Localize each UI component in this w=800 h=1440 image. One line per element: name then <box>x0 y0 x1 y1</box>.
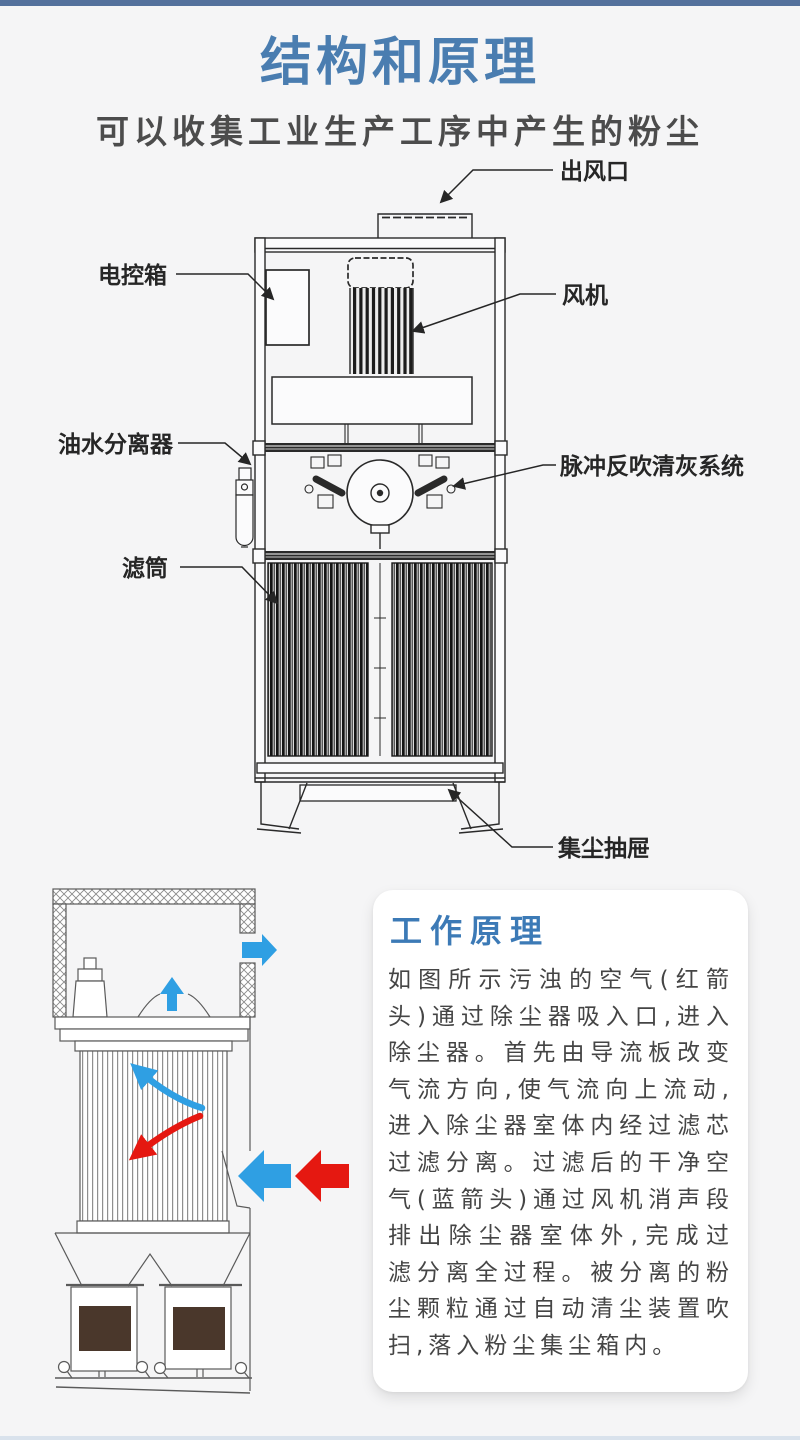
inlet-blue-arrow <box>238 1150 291 1202</box>
dirty-flow-curve-arrow <box>128 1112 204 1161</box>
label-oil-water-separator: 油水分离器 <box>58 431 174 458</box>
base-and-drawer <box>255 762 505 802</box>
flow-drawing <box>52 888 349 1394</box>
dust-drawer-part <box>299 784 457 802</box>
hopper <box>54 1232 251 1287</box>
working-principle-title: 工作原理 <box>390 912 551 950</box>
inlet-red-arrow <box>295 1150 349 1202</box>
tube-sheet <box>54 1016 251 1052</box>
leader-outlet <box>439 169 553 204</box>
electric-control-box <box>265 269 310 346</box>
venturi-curves <box>137 993 211 1018</box>
label-control-box: 电控箱 <box>98 262 167 289</box>
leader-drawer <box>447 788 553 848</box>
leader-pulse <box>452 464 556 490</box>
casters <box>57 1360 250 1379</box>
pulse-valve-right <box>414 454 456 509</box>
label-dust-drawer: 集尘抽屉 <box>557 835 650 862</box>
cabinet-frame <box>254 237 506 783</box>
dust-collector-diagram: 出风口 电控箱 风机 油水分离器 脉冲反吹清灰系统 滤筒 集尘抽屉 <box>58 159 744 862</box>
page-title: 结构和原理 <box>259 33 540 93</box>
leader-lines <box>176 169 556 848</box>
leader-filter <box>180 566 279 605</box>
flow-motor <box>72 957 108 1018</box>
oil-water-separator-part <box>235 467 254 548</box>
upper-beam <box>252 440 508 456</box>
working-principle-card: 工作原理 如图所示污浊的空气(红箭头)通过除尘器吸入口,进入除尘器。首先由导流板… <box>373 890 748 1392</box>
part-labels: 出风口 电控箱 风机 油水分离器 脉冲反吹清灰系统 滤筒 集尘抽屉 <box>58 159 744 862</box>
ground-lines <box>55 1377 252 1394</box>
clean-flow-curve-arrow <box>130 1063 206 1112</box>
working-principle-diagram <box>52 888 349 1394</box>
leader-fan <box>411 293 556 334</box>
label-filter-cartridge: 滤筒 <box>122 555 168 582</box>
label-pulse-cleaning: 脉冲反吹清灰系统 <box>559 453 744 480</box>
label-fan: 风机 <box>562 283 608 309</box>
fan-motor <box>347 257 414 374</box>
label-air-outlet: 出风口 <box>560 159 629 185</box>
fan-inlet <box>346 459 414 549</box>
page-subtitle: 可以收集工业生产工序中产生的粉尘 <box>96 112 704 151</box>
air-outlet-duct <box>377 213 473 238</box>
leader-separator <box>178 442 252 466</box>
machine-body <box>235 213 508 834</box>
working-principle-text: 如图所示污浊的空气(红箭头)通过除尘器吸入口,进入除尘器。首先由导流板改变气流方… <box>388 967 734 1359</box>
dust-bins <box>66 1283 242 1377</box>
filter-cartridges <box>267 562 493 757</box>
fan-housing <box>271 376 473 443</box>
lower-beam <box>252 548 508 564</box>
pulse-valve-left <box>304 454 346 509</box>
leader-control-box <box>176 273 275 301</box>
deflector-plate <box>221 1150 251 1209</box>
upflow-arrow <box>160 977 184 1011</box>
clean-air-out-arrow <box>242 934 277 966</box>
page-bottom-edge <box>0 1436 800 1440</box>
page-header: 结构和原理 可以收集工业生产工序中产生的粉尘 <box>0 20 800 153</box>
